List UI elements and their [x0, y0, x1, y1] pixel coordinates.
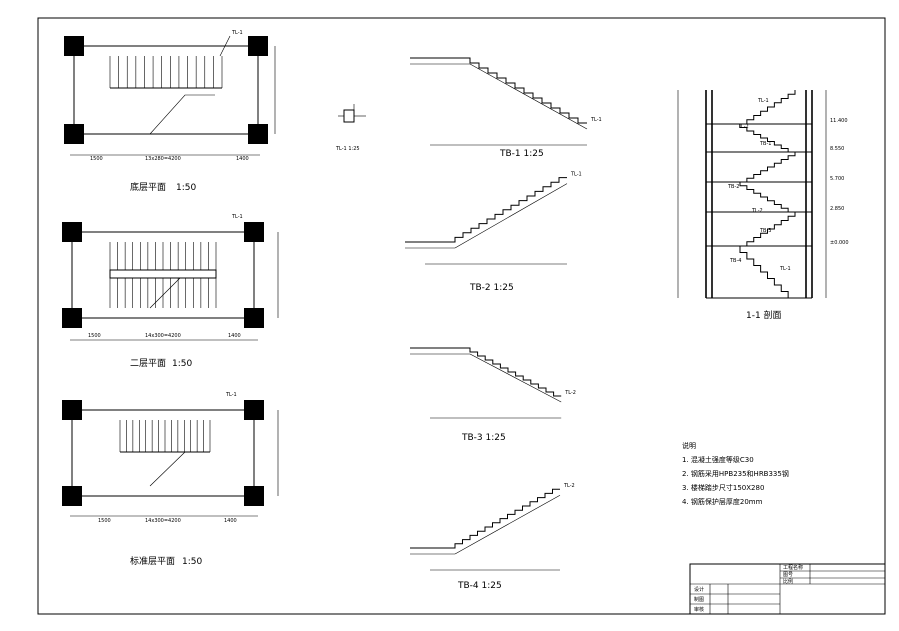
plan-second-dim-2: 14x300=4200	[145, 333, 181, 339]
elevation-mark: 8.550	[830, 146, 844, 152]
plan-standard-beam-tag: TL-1	[225, 392, 237, 398]
stair-profile	[410, 347, 562, 397]
note-4: 4. 钢筋保护层厚度20mm	[682, 497, 763, 506]
section-member-label: TL-1	[779, 266, 791, 272]
tb-cell-2: 图号	[783, 572, 793, 578]
plan-standard-dim-2: 14x300=4200	[145, 518, 181, 524]
plan-ground-dim-3: 1400	[236, 156, 249, 162]
stair-beam-tag-2: TL-1	[570, 172, 582, 178]
plan-second-title: 二层平面	[130, 358, 166, 369]
section-flight	[739, 246, 795, 299]
stair-beam-tag-4: TL-2	[563, 483, 575, 489]
stair-title-3: TB-3 1:25	[461, 433, 506, 443]
elevation-mark: 11.400	[830, 118, 848, 124]
section-flight	[740, 90, 796, 125]
plan-ground-beam-tag: TL-1	[231, 30, 243, 36]
tb-row-3: 审核	[694, 606, 704, 613]
tl-detail-view: TL-1 1:25	[335, 104, 366, 152]
plan-ground-dim-1: 1500	[90, 156, 103, 162]
plan-second-dim-3: 1400	[228, 333, 241, 339]
stair-flight-2: TB-2 1:25 TL-1	[405, 172, 582, 293]
plan-standard-dim-3: 1400	[224, 518, 237, 524]
section-member-label: TL-2	[751, 208, 763, 214]
section-title: 1-1 剖面	[746, 309, 782, 321]
note-1: 1. 混凝土强度等级C30	[682, 455, 754, 464]
elevation-mark: 2.850	[830, 206, 844, 212]
stair-profile	[410, 57, 587, 124]
section-member-label: TB-2	[727, 184, 739, 190]
stair-soffit	[454, 183, 568, 249]
note-3: 3. 楼梯踏步尺寸150X280	[682, 483, 764, 492]
tl-detail-title: TL-1 1:25	[335, 146, 360, 152]
plan-ground-view: TL-1 1500 13x280=4200 1400 底层平面 1:50	[64, 30, 276, 193]
elevation-mark: 5.700	[830, 176, 844, 182]
tb-cell-1: 工程名称	[783, 564, 803, 571]
note-2: 2. 钢筋采用HPB235和HRB335钢	[682, 469, 789, 478]
plan-standard-dim-1: 1500	[98, 518, 111, 524]
plan-second-beam-tag: TL-1	[231, 214, 243, 220]
sheet-border	[37, 17, 886, 615]
plan-standard-scale: 1:50	[182, 557, 202, 567]
section-flight	[740, 152, 796, 183]
section-flight	[739, 124, 795, 153]
stair-title-2: TB-2 1:25	[469, 283, 514, 293]
stair-flight-4: TB-4 1:25 TL-2	[410, 483, 575, 591]
section-flight	[740, 212, 796, 247]
stair-title-4: TB-4 1:25	[457, 581, 502, 591]
section-member-label: TL-1	[757, 98, 769, 104]
design-notes: 说明 1. 混凝土强度等级C30 2. 钢筋采用HPB235和HRB335钢 3…	[682, 441, 789, 506]
stair-profile	[405, 177, 567, 243]
plan-standard-view: TL-1 1500 14x300=4200 1400 标准层平面 1:50	[62, 392, 279, 567]
plan-ground-scale: 1:50	[176, 183, 196, 193]
tb-row-2: 制图	[694, 596, 704, 603]
section-member-label: TB-1	[759, 141, 771, 147]
section-member-label: TB-4	[729, 258, 741, 264]
stair-profile	[410, 488, 560, 549]
elevation-mark: ±0.000	[830, 240, 849, 246]
stair-beam-tag-3: TL-2	[564, 390, 576, 396]
stair-soffit	[469, 63, 588, 130]
stair-flight-3: TB-3 1:25 TL-2	[410, 347, 576, 443]
notes-heading: 说明	[682, 441, 696, 450]
plan-standard-title: 标准层平面	[130, 555, 175, 567]
stair-soffit	[469, 353, 562, 403]
tb-row-1: 设计	[694, 586, 704, 593]
stair-title-1: TB-1 1:25	[499, 149, 544, 159]
plan-ground-title: 底层平面	[130, 181, 166, 193]
stair-beam-tag-1: TL-1	[590, 117, 602, 123]
stair-soffit	[454, 494, 561, 555]
stair-flight-1: TB-1 1:25 TL-1	[410, 57, 602, 159]
plan-second-scale: 1:50	[172, 359, 192, 369]
plan-ground-dim-2: 13x280=4200	[145, 156, 181, 162]
plan-second-dim-1: 1500	[88, 333, 101, 339]
plan-second-view: TL-1 1500 14x300=4200 1400 二层平面 1:50	[62, 214, 279, 369]
section-member-label: TL-2	[737, 124, 749, 130]
tb-cell-3: 比例	[783, 578, 793, 585]
title-block: 设计 制图 审核 工程名称 图号 比例	[689, 563, 886, 615]
section-member-label: TB-3	[759, 228, 771, 234]
section-flight	[739, 182, 795, 213]
